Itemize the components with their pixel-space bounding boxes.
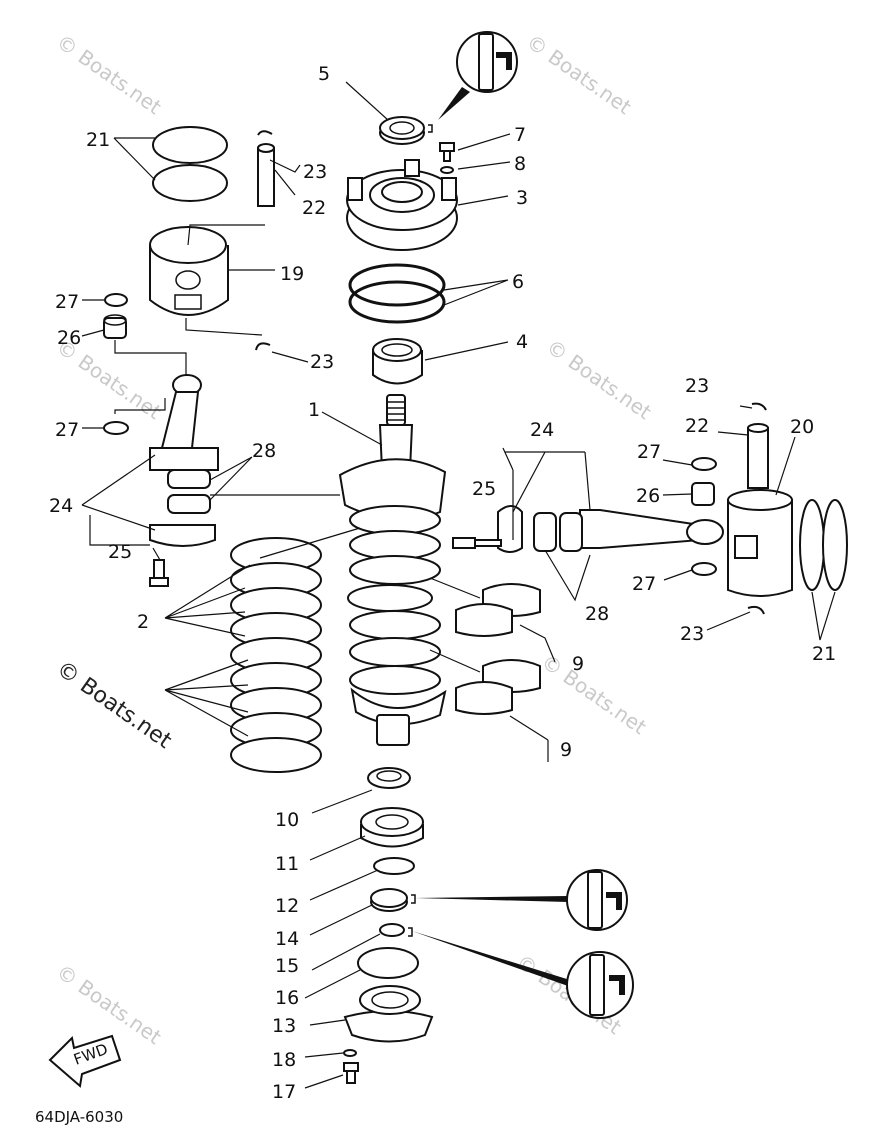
rod-cap-right — [497, 505, 523, 553]
callout-27: 27 — [55, 291, 79, 313]
seal-ring-stack — [230, 537, 322, 773]
callout-24: 24 — [49, 495, 73, 517]
housing-13 — [343, 985, 434, 1043]
clip-23-c — [751, 402, 767, 411]
o-ring-16 — [357, 947, 419, 979]
callout-13: 13 — [272, 1015, 296, 1037]
callout-10: 10 — [275, 809, 299, 831]
oil-seal-top — [379, 116, 425, 145]
piston-rings-right — [799, 499, 848, 591]
callout-25: 25 — [108, 541, 132, 563]
callout-27: 27 — [637, 441, 661, 463]
watermark: © Boats.net — [52, 656, 177, 754]
watermark: © Boats.net — [52, 29, 166, 119]
callout-6: 6 — [512, 271, 524, 293]
callout-24: 24 — [530, 419, 554, 441]
fwd-arrow-icon: FWD — [48, 1034, 122, 1088]
piston-pin-left — [257, 143, 275, 207]
seal-15 — [379, 923, 405, 937]
callout-18: 18 — [272, 1049, 296, 1071]
bolt-7 — [439, 142, 455, 162]
callout-23: 23 — [685, 375, 709, 397]
detail-bubble-15 — [408, 927, 634, 1019]
bolt-25-left — [149, 559, 169, 587]
callout-22: 22 — [302, 197, 326, 219]
bearing-11 — [360, 807, 424, 848]
connecting-rod-right — [579, 509, 724, 549]
callout-23: 23 — [310, 351, 334, 373]
callout-28: 28 — [252, 440, 276, 462]
callout-11: 11 — [275, 853, 299, 875]
clip-23-a — [257, 130, 273, 136]
washer-27-b — [103, 421, 129, 435]
callout-9: 9 — [572, 653, 584, 675]
callout-8: 8 — [514, 153, 526, 175]
ring-10 — [367, 767, 411, 789]
callout-2: 2 — [137, 611, 149, 633]
watermark: © Boats.net — [537, 649, 651, 739]
piston-pin-right — [747, 423, 769, 489]
watermark: © Boats.net — [522, 29, 636, 119]
callout-14: 14 — [275, 928, 299, 950]
circlip-12 — [373, 857, 415, 875]
seal-rings — [348, 263, 446, 324]
callout-4: 4 — [516, 331, 528, 353]
clip-23-b — [255, 342, 271, 351]
washer-27-a — [104, 293, 128, 307]
upper-bearing — [372, 338, 423, 385]
callout-15: 15 — [275, 955, 299, 977]
callout-21: 21 — [812, 643, 836, 665]
needle-bearing-26-b — [691, 482, 715, 506]
bolt-25-right — [452, 537, 502, 549]
detail-bubble-top — [428, 31, 518, 133]
washer-18 — [343, 1049, 357, 1057]
watermark: © Boats.net — [542, 334, 656, 424]
piston-right — [727, 489, 793, 597]
connecting-rod-left — [149, 374, 219, 471]
callout-22: 22 — [685, 415, 709, 437]
callout-20: 20 — [790, 416, 814, 438]
washer-27-d — [691, 562, 717, 576]
washer-27-c — [691, 457, 717, 471]
callout-3: 3 — [516, 187, 528, 209]
callout-27: 27 — [632, 573, 656, 595]
callout-16: 16 — [275, 987, 299, 1009]
watermark: © Boats.net — [52, 959, 166, 1049]
upper-bearing-housing — [346, 159, 458, 251]
callout-1: 1 — [308, 399, 320, 421]
callout-26: 26 — [57, 327, 81, 349]
main-bearing-9-lower — [455, 659, 541, 715]
callout-9: 9 — [560, 739, 572, 761]
leader-lines — [81, 81, 836, 1089]
detail-bubble-14 — [411, 869, 628, 931]
callout-23: 23 — [303, 161, 327, 183]
callout-5: 5 — [318, 63, 330, 85]
main-bearing-9-upper — [455, 583, 541, 637]
callout-26: 26 — [636, 485, 660, 507]
rod-cap-left — [149, 524, 216, 547]
bearing-28-right — [533, 512, 583, 552]
callout-27: 27 — [55, 419, 79, 441]
callouts: 1 2 3 4 5 6 7 8 9 9 10 11 12 13 14 15 16… — [49, 63, 836, 1103]
clip-23-d — [747, 605, 765, 615]
seal-14 — [370, 888, 408, 912]
callout-7: 7 — [514, 124, 526, 146]
piston-rings-left — [152, 126, 228, 202]
callout-12: 12 — [275, 895, 299, 917]
callout-21: 21 — [86, 129, 110, 151]
callout-17: 17 — [272, 1081, 296, 1103]
callout-19: 19 — [280, 263, 304, 285]
callout-23: 23 — [680, 623, 704, 645]
bearing-28-left — [167, 469, 211, 514]
diagram-code: 64DJA-6030 — [35, 1108, 123, 1126]
bolt-17 — [343, 1062, 359, 1084]
washer-8 — [440, 166, 454, 174]
needle-bearing-26-a — [103, 314, 127, 339]
callout-28: 28 — [585, 603, 609, 625]
callout-25: 25 — [472, 478, 496, 500]
crankshaft — [338, 394, 447, 746]
